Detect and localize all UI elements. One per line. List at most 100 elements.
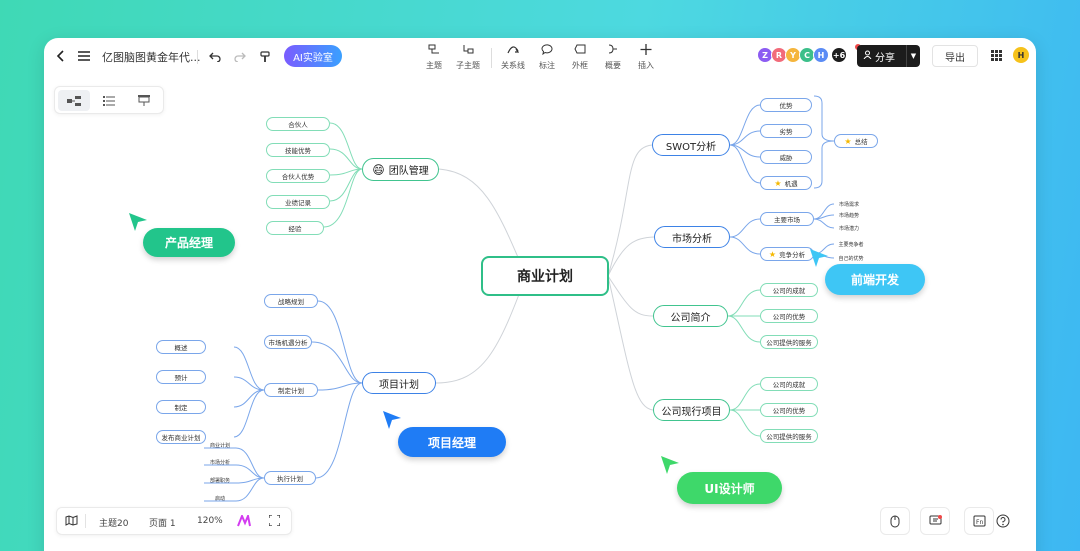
tool-relation[interactable]: 关系线	[498, 43, 528, 73]
tool-insert[interactable]: 插入	[631, 43, 661, 73]
subtopic-icon	[453, 43, 483, 59]
view-switcher	[54, 86, 164, 114]
avatar[interactable]: H	[813, 47, 829, 63]
subtopic-opportunity[interactable]: ★ 机遇	[760, 176, 812, 190]
leaf-deploy-roles[interactable]: 部署职务	[209, 477, 230, 484]
help-icon[interactable]	[988, 507, 1018, 535]
leaf-formulate[interactable]: 制定	[156, 400, 206, 414]
subtopic-current-achievement[interactable]: 公司的成就	[760, 377, 818, 391]
topic-company-intro[interactable]: 公司简介	[653, 305, 728, 327]
subtopic-experience[interactable]: 经验	[266, 221, 324, 235]
ai-lab-button[interactable]: AI实验室	[284, 45, 342, 67]
leaf-market-potential[interactable]: 市场潜力	[838, 225, 859, 232]
insert-icon	[631, 43, 661, 59]
format-painter-icon[interactable]	[256, 48, 274, 66]
leaf-market-analysis-small[interactable]: 市场分析	[209, 459, 230, 466]
mindmap-view-icon[interactable]	[58, 90, 90, 111]
boundary-icon	[565, 43, 595, 59]
callout-icon	[532, 43, 562, 59]
map-icon[interactable]	[65, 515, 78, 529]
share-button[interactable]: 分享 ▼	[857, 45, 920, 67]
tool-topic[interactable]: 主题	[419, 43, 449, 73]
page-indicator[interactable]: 页面 1	[149, 519, 176, 529]
collaborator-product-manager: 产品经理	[143, 228, 235, 257]
export-button[interactable]: 导出	[932, 45, 978, 67]
menu-icon[interactable]	[75, 47, 93, 65]
tool-summary[interactable]: 概要	[598, 43, 628, 73]
leaf-launch[interactable]: 启动	[214, 495, 225, 502]
subtopic-make-plan[interactable]: 制定计划	[264, 383, 318, 397]
subtopic-execute-plan[interactable]: 执行计划	[264, 471, 316, 485]
subtopic-weakness[interactable]: 劣势	[760, 124, 812, 138]
subtopic-current-advantage[interactable]: 公司的优势	[760, 403, 818, 417]
document-title[interactable]: 亿图脑图黄金年代...	[102, 51, 201, 64]
tool-callout[interactable]: 标注	[532, 43, 562, 73]
leaf-business-plan[interactable]: 商业计划	[209, 442, 230, 449]
app-window: 亿图脑图黄金年代... AI实验室 主题 子主题 关系线 标注	[44, 38, 1036, 551]
collaborator-project-manager: 项目经理	[398, 427, 506, 457]
fullscreen-icon[interactable]	[268, 514, 281, 529]
redo-icon[interactable]	[231, 48, 249, 66]
status-bar: 主题20 页面 1 120%	[56, 507, 292, 535]
leaf-estimate[interactable]: 预计	[156, 370, 206, 384]
summary-icon	[598, 43, 628, 59]
subtopic-current-services[interactable]: 公司提供的服务	[760, 429, 818, 443]
share-dropdown-icon[interactable]: ▼	[906, 45, 920, 67]
subtopic-partner-advantage[interactable]: 合伙人优势	[266, 169, 330, 183]
apps-grid-icon[interactable]	[989, 48, 1003, 62]
topic-market-analysis[interactable]: 市场分析	[654, 226, 730, 248]
subtopic-performance-record[interactable]: 业绩记录	[266, 195, 330, 209]
subtopic-intro-advantage[interactable]: 公司的优势	[760, 309, 818, 323]
comment-icon[interactable]	[920, 507, 950, 535]
subtopic-main-market[interactable]: 主要市场	[760, 212, 814, 226]
back-icon[interactable]	[52, 47, 70, 65]
cursor-icon	[383, 411, 401, 429]
undo-icon[interactable]	[206, 48, 224, 66]
user-avatar[interactable]: H	[1013, 47, 1029, 63]
more-collaborators-badge[interactable]: +6	[831, 47, 847, 63]
outline-view-icon[interactable]	[93, 90, 125, 111]
leaf-market-trend[interactable]: 市场趋势	[838, 212, 859, 219]
topic-swot-analysis[interactable]: SWOT分析	[652, 134, 730, 156]
leaf-own-advantage[interactable]: 自己的优势	[838, 255, 864, 262]
topic-count: 主题20	[99, 519, 129, 529]
topic-team-management[interactable]: 😄 团队管理	[362, 158, 439, 181]
subtopic-skill-advantage[interactable]: 技能优势	[266, 143, 330, 157]
subtopic-partner[interactable]: 合伙人	[266, 117, 330, 131]
presentation-view-icon[interactable]	[128, 90, 160, 111]
leaf-market-demand[interactable]: 市场需求	[838, 201, 859, 208]
star-icon: ★	[844, 136, 852, 146]
cursor-icon	[810, 249, 828, 267]
leaf-main-competitor[interactable]: 主要竞争者	[838, 241, 864, 248]
subtopic-strategy-planning[interactable]: 战略规划	[264, 294, 318, 308]
collaborator-frontend-dev: 前端开发	[825, 264, 925, 295]
relation-icon	[498, 43, 528, 59]
star-icon: ★	[768, 249, 777, 259]
summary-node[interactable]: ★ 总结	[834, 134, 878, 148]
subtopic-intro-services[interactable]: 公司提供的服务	[760, 335, 818, 349]
subtopic-market-opportunity[interactable]: 市场机遇分析	[264, 335, 312, 349]
cursor-icon	[661, 456, 679, 474]
topic-icon	[419, 43, 449, 59]
topic-project-plan[interactable]: 项目计划	[362, 372, 436, 394]
tool-boundary[interactable]: 外框	[565, 43, 595, 73]
avatar[interactable]: R	[771, 47, 787, 63]
leaf-publish-plan[interactable]: 发布商业计划	[156, 430, 206, 444]
avatar[interactable]: Y	[785, 47, 801, 63]
divider	[491, 48, 492, 68]
subtopic-strength[interactable]: 优势	[760, 98, 812, 112]
subtopic-threat[interactable]: 威胁	[760, 150, 812, 164]
zoom-level[interactable]: 120%	[197, 516, 223, 526]
tool-subtopic[interactable]: 子主题	[453, 43, 483, 73]
mouse-mode-icon[interactable]	[880, 507, 910, 535]
subtopic-competition-analysis[interactable]: ★ 竞争分析	[760, 247, 814, 261]
formula-icon[interactable]: Fn	[964, 507, 994, 535]
subtopic-intro-achievement[interactable]: 公司的成就	[760, 283, 818, 297]
cursor-icon	[129, 213, 147, 231]
mindmap-connectors	[204, 95, 835, 502]
topic-current-projects[interactable]: 公司现行项目	[653, 399, 730, 421]
leaf-overview[interactable]: 概述	[156, 340, 206, 354]
brand-logo-icon[interactable]	[237, 512, 251, 530]
central-topic[interactable]: 商业计划	[481, 256, 609, 296]
avatar[interactable]: Z	[757, 47, 773, 63]
